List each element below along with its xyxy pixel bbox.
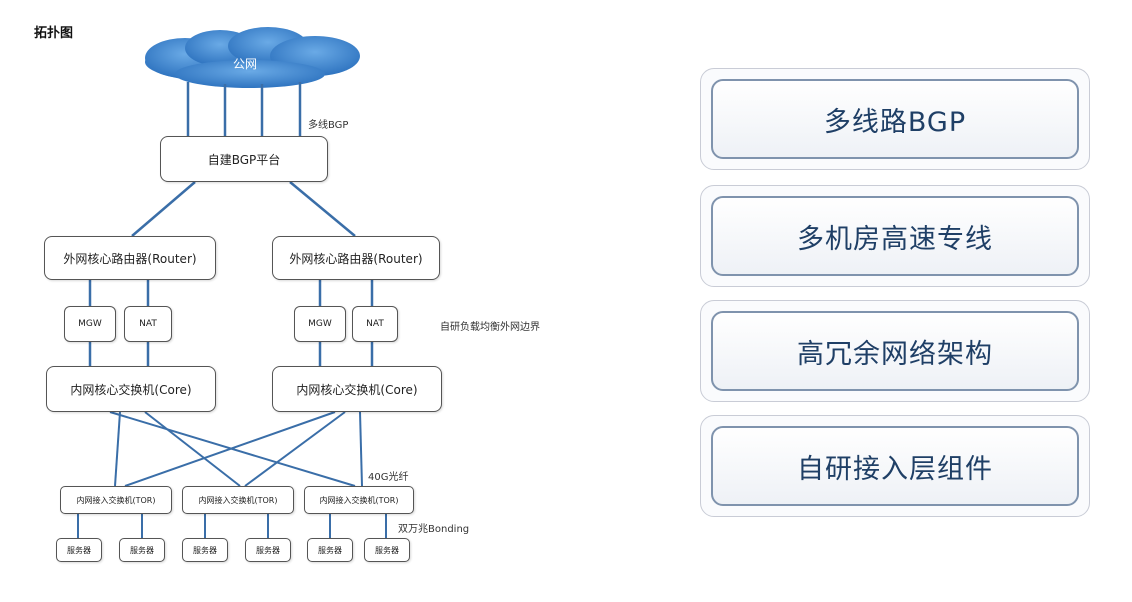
mgw-right-node: MGW [294, 306, 346, 342]
server-node-3: 服务器 [182, 538, 228, 562]
server-node-6: 服务器 [364, 538, 410, 562]
network-topology-diagram: 公网 多线BGP 自建BGP平台 外网核心路由器(Router) 外网核心路由器… [44, 27, 540, 562]
feature-label-2: 多机房高速专线 [711, 196, 1079, 276]
tor-node-3: 内网接入交换机(TOR) [304, 486, 414, 514]
feature-label-4: 自研接入层组件 [711, 426, 1079, 506]
cloud-icon [145, 27, 360, 88]
note-fiber: 40G光纤 [368, 472, 409, 483]
core-right-node: 内网核心交换机(Core) [272, 366, 442, 412]
page-title: 拓扑图 [34, 26, 74, 41]
server-node-5: 服务器 [307, 538, 353, 562]
nat-right-node: NAT [352, 306, 398, 342]
bgp-platform-node: 自建BGP平台 [160, 136, 328, 182]
server-node-1: 服务器 [56, 538, 102, 562]
router-left-node: 外网核心路由器(Router) [44, 236, 216, 280]
feature-card-1: 多线路BGP [700, 68, 1090, 170]
core-left-node: 内网核心交换机(Core) [46, 366, 216, 412]
tor-node-2: 内网接入交换机(TOR) [182, 486, 294, 514]
feature-label-3: 高冗余网络架构 [711, 311, 1079, 391]
feature-label-1: 多线路BGP [711, 79, 1079, 159]
mgw-left-node: MGW [64, 306, 116, 342]
cloud-label: 公网 [232, 57, 257, 71]
feature-card-4: 自研接入层组件 [700, 415, 1090, 517]
tor-node-1: 内网接入交换机(TOR) [60, 486, 172, 514]
nat-left-node: NAT [124, 306, 172, 342]
router-right-node: 外网核心路由器(Router) [272, 236, 440, 280]
diagram-connectors [77, 27, 387, 538]
note-bonding: 双万兆Bonding [398, 524, 470, 535]
feature-card-2: 多机房高速专线 [700, 185, 1090, 287]
server-node-2: 服务器 [119, 538, 165, 562]
server-node-4: 服务器 [245, 538, 291, 562]
note-boundary: 自研负载均衡外网边界 [440, 322, 540, 333]
feature-card-3: 高冗余网络架构 [700, 300, 1090, 402]
note-bgp: 多线BGP [308, 120, 349, 131]
